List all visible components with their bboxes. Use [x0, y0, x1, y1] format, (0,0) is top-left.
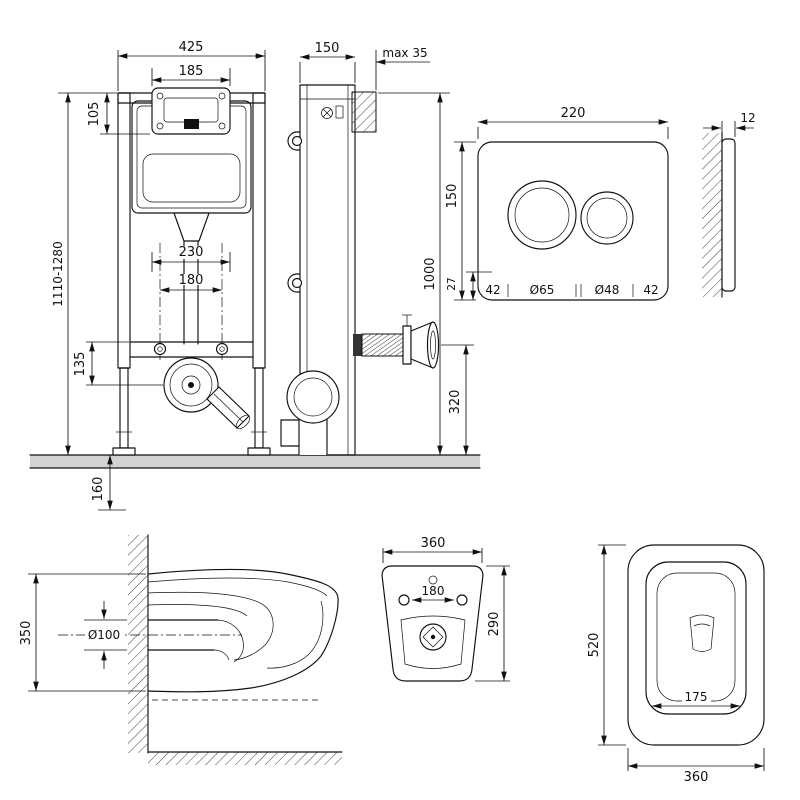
- dim-seat-width-label: 175: [685, 690, 708, 704]
- outlet-shape: [689, 614, 715, 652]
- bowl-profile: [147, 568, 339, 693]
- dim-bowl-height-label: 350: [19, 621, 34, 646]
- floor-hatch: [148, 752, 342, 765]
- panel-screw: [218, 122, 226, 130]
- dim-plate-offset-label: 27: [446, 277, 458, 290]
- anchor-bolt: [215, 342, 229, 356]
- toilet-bowl-back-view: 180 360 290: [381, 536, 510, 682]
- adjuster-screw-icon: [321, 107, 333, 119]
- flush-plate-front-view: 220 150 27 42 Ø65 Ø48 42: [445, 106, 669, 301]
- frame-right-rail: [252, 92, 266, 369]
- mounting-tab: [287, 131, 301, 151]
- dim-plate-height-label: 150: [445, 184, 460, 209]
- dim-plate-thickness-label: 12: [740, 111, 755, 125]
- dim-plate-margin-right-label: 42: [643, 283, 658, 297]
- panel-screw: [218, 92, 226, 100]
- connector-hub: [353, 334, 362, 356]
- panel-screw: [156, 92, 164, 100]
- drain-elbow-socket: [286, 370, 340, 424]
- dim-wall-gap-label: max 35: [382, 46, 427, 60]
- dim-back-height-label: 290: [487, 612, 502, 637]
- plate-profile: [721, 138, 736, 292]
- cistern-frame-front-view: 425 185 105 1110-1280 230 180 135 160: [29, 40, 481, 511]
- dim-spacing-inner-label: 180: [179, 273, 204, 288]
- seat-ring: [645, 561, 747, 715]
- floor-band: [30, 455, 480, 468]
- bowl-top-outline: [627, 544, 765, 746]
- right-foot: [247, 447, 271, 456]
- dim-height-range-label: 1110-1280: [51, 241, 65, 306]
- left-foot: [112, 447, 136, 456]
- access-panel: [151, 87, 231, 135]
- anchor-bolt: [153, 342, 167, 356]
- dim-hole-spacing-label: 180: [422, 584, 445, 598]
- dim-plate-width-label: 220: [561, 106, 586, 121]
- mount-hole-left: [398, 594, 410, 606]
- top-hole: [428, 575, 438, 585]
- frame-right-leg: [254, 367, 264, 449]
- dim-outlet-offset-label: 135: [73, 352, 88, 377]
- panel-slot: [184, 119, 199, 129]
- toilet-bowl-top-view: 520 175 360: [587, 544, 765, 785]
- dim-top-offset-label: 105: [87, 102, 102, 127]
- dim-big-button-label: Ø65: [530, 283, 555, 297]
- dim-spacing-outer-label: 230: [179, 245, 204, 260]
- dim-outlet-height-label: 320: [448, 390, 463, 415]
- dim-bowl-length-label: 520: [587, 633, 602, 658]
- dim-inner-width-label: 185: [179, 64, 204, 79]
- frame-left-leg: [119, 367, 129, 449]
- dim-plate-margin-left-label: 42: [485, 283, 500, 297]
- mounting-tab: [287, 273, 301, 293]
- flush-funnel: [173, 212, 210, 242]
- dim-pipe-diameter-label: Ø100: [88, 628, 120, 642]
- small-flush-button: [580, 191, 634, 245]
- mount-hole-right: [456, 594, 468, 606]
- dim-bowl-width-label: 360: [684, 770, 709, 785]
- drain-hole: [419, 623, 447, 651]
- dim-below-floor-label: 160: [91, 477, 106, 502]
- cistern-frame-side-view: 150 max 35 1000 320: [280, 41, 474, 456]
- bowl-back-outline: [381, 565, 484, 682]
- wall-hatch: [702, 133, 722, 297]
- flush-plate-side-view: 12: [702, 111, 756, 298]
- pipe-clamp: [402, 325, 412, 365]
- wall-bracket-hatch: [351, 91, 377, 133]
- panel-screw: [156, 122, 164, 130]
- dim-depth-label: 150: [315, 41, 340, 56]
- dim-small-button-label: Ø48: [595, 283, 620, 297]
- dim-back-width-label: 360: [421, 536, 446, 551]
- bowl-inner-ring: [656, 572, 736, 702]
- toilet-bowl-side-view: 350 Ø100: [19, 534, 343, 765]
- threaded-pipe: [361, 333, 405, 357]
- dim-frame-width-label: 425: [179, 40, 204, 55]
- wall-hatch: [128, 535, 148, 753]
- flush-plate-outline: [477, 141, 669, 301]
- dim-side-height-label: 1000: [423, 257, 438, 290]
- big-flush-button: [507, 180, 577, 250]
